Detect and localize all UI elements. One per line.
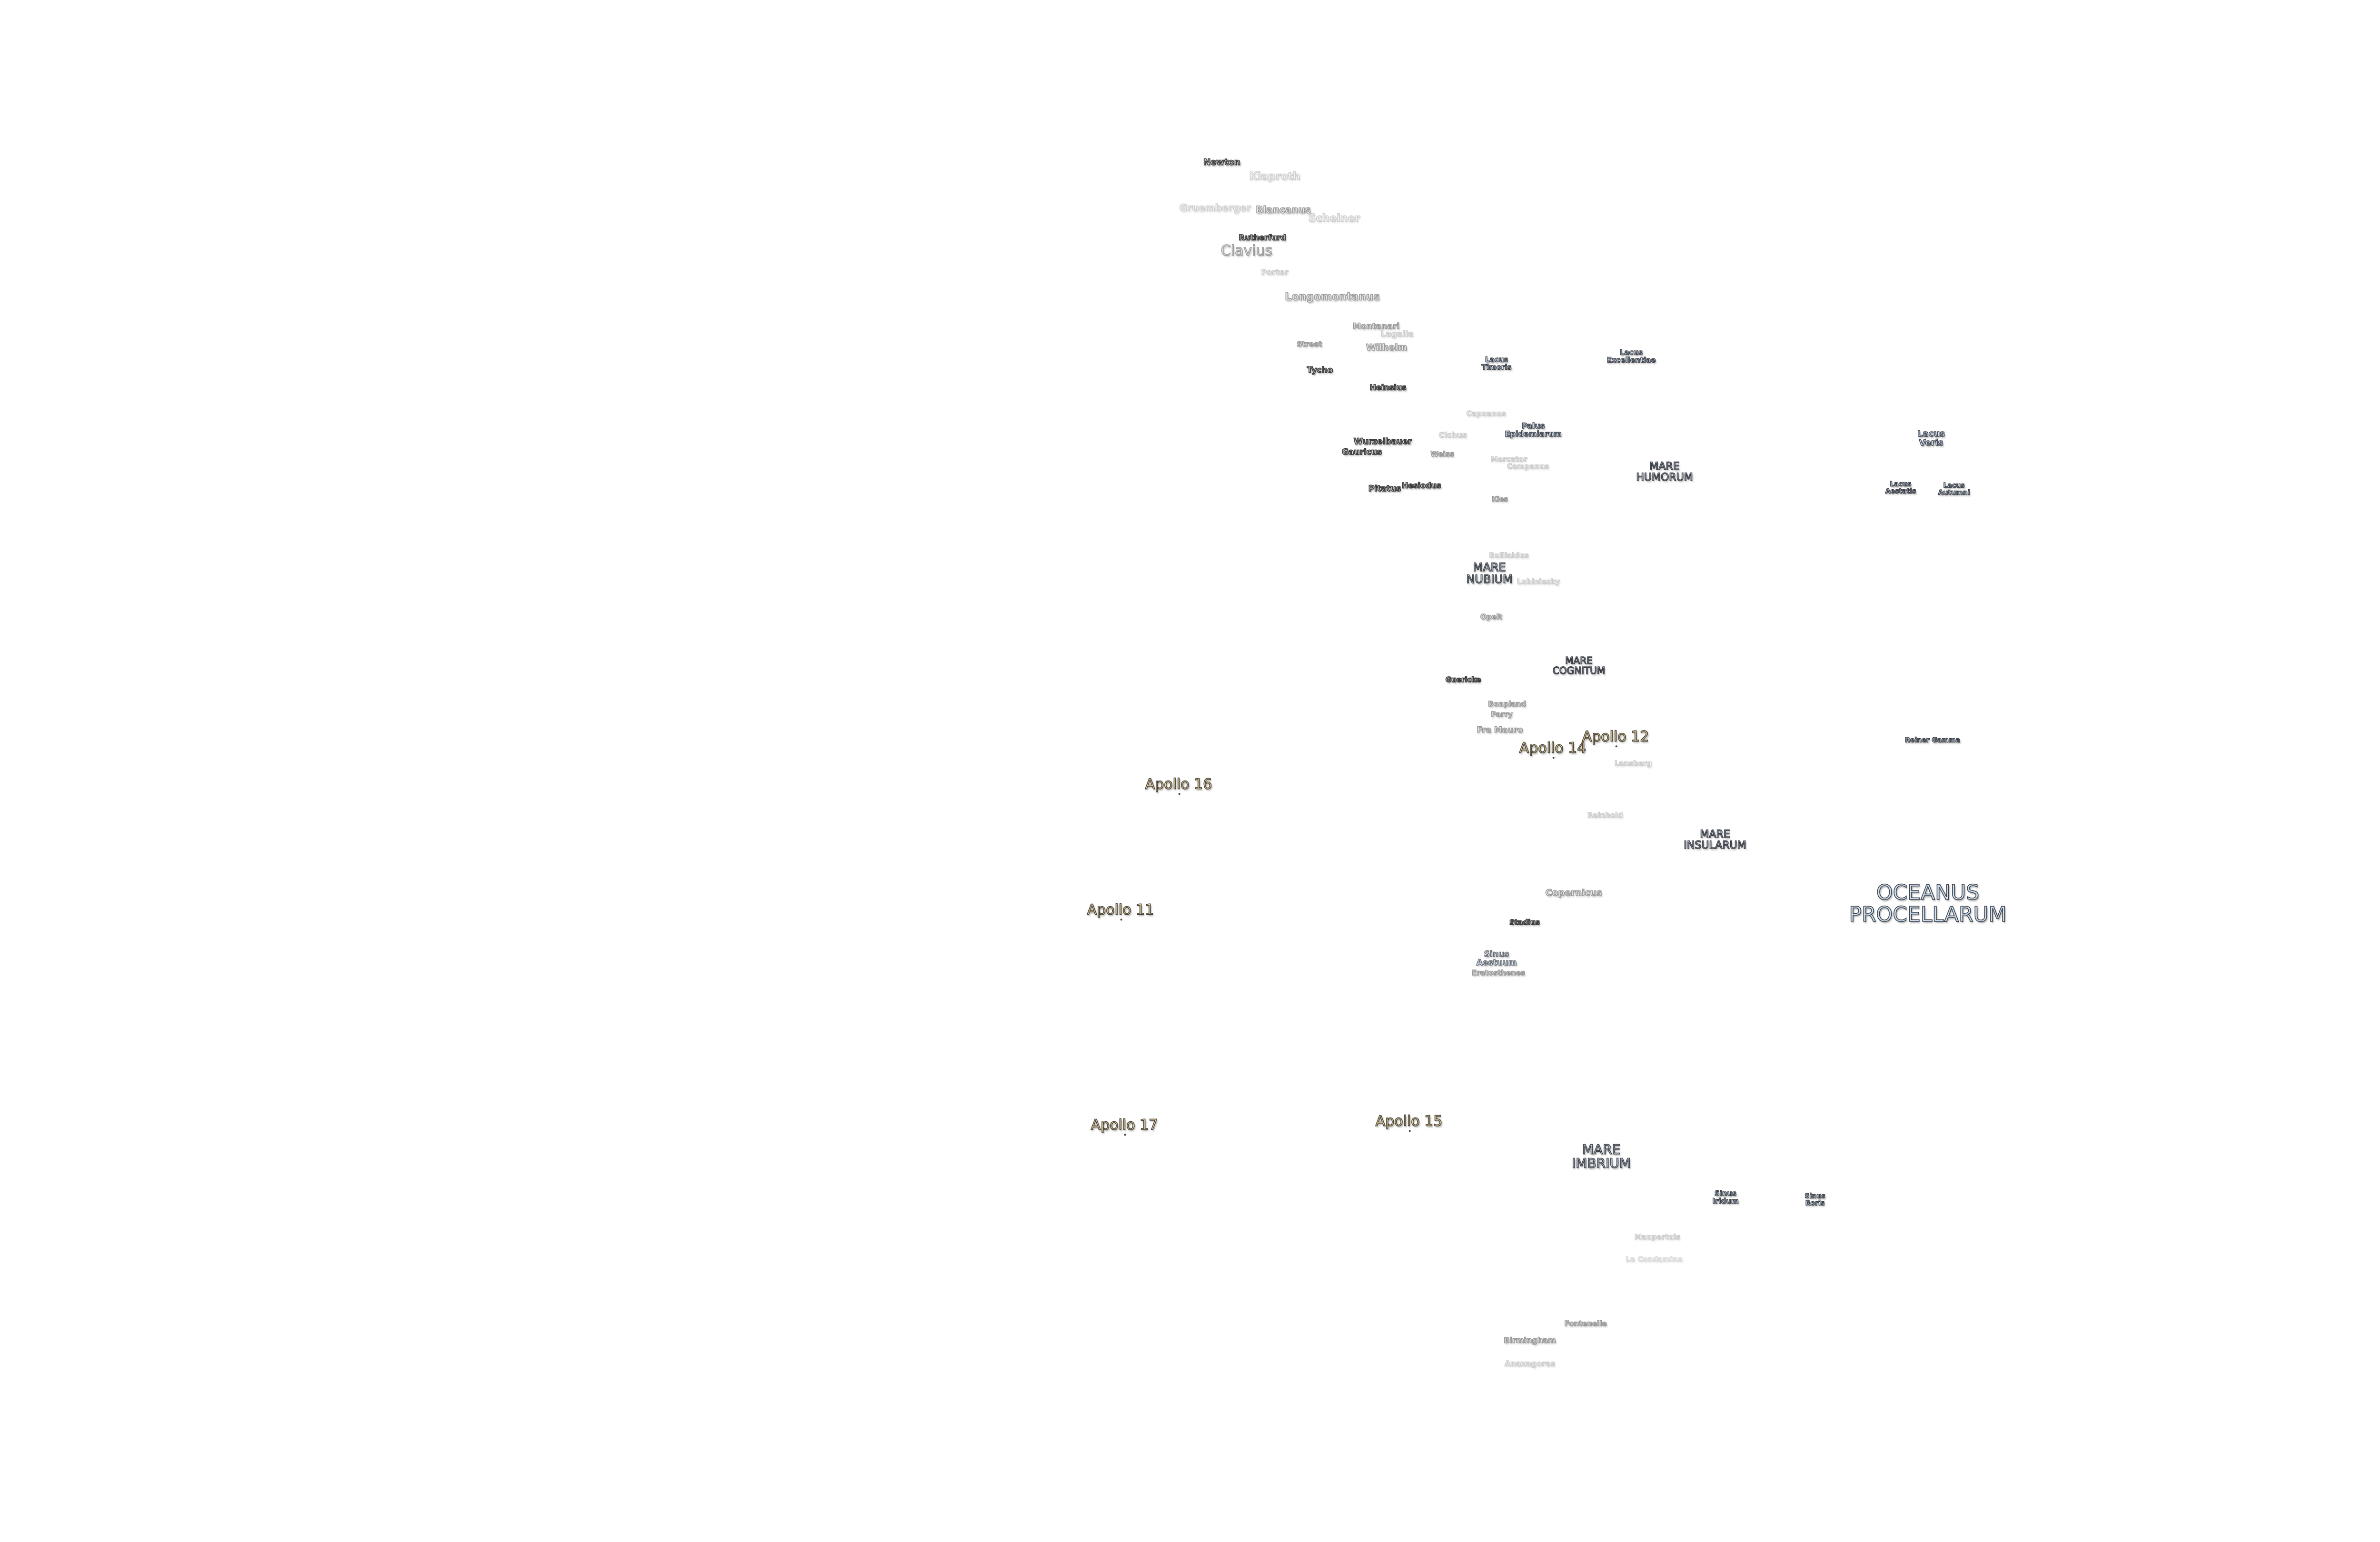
crater-label[interactable]: Kies	[1491, 495, 1508, 504]
crater-label[interactable]: Lansberg	[1614, 759, 1652, 768]
crater-label[interactable]: Street	[1297, 340, 1322, 349]
sea-label[interactable]: MARE COGNITUM	[1552, 655, 1606, 676]
crater-label[interactable]: Wurzelbauer	[1353, 437, 1412, 447]
reiner-gamma-label[interactable]: Reiner Gamma	[1904, 736, 1960, 744]
crater-label[interactable]: Wilhelm	[1366, 342, 1408, 353]
apollo-site-label[interactable]: Apollo 15	[1375, 1113, 1443, 1132]
crater-label[interactable]: Rutherfurd	[1239, 233, 1287, 242]
lacus-label[interactable]: Lacus Autumni	[1938, 482, 1970, 496]
apollo-name: Apollo 16	[1145, 776, 1212, 793]
crater-label[interactable]: Fontenelle	[1564, 1319, 1607, 1328]
crater-label[interactable]: Reinhold	[1587, 811, 1623, 820]
crater-label[interactable]: Maupertuis	[1634, 1233, 1681, 1242]
lacus-label[interactable]: Lacus Veris	[1917, 429, 1945, 448]
sea-label[interactable]: OCEANUS PROCELLARUM	[1849, 880, 2007, 927]
crater-label[interactable]: Gauricus	[1341, 447, 1382, 457]
crater-label[interactable]: Gruemberger	[1179, 202, 1251, 214]
sinus-label[interactable]: Sinus Iridum	[1712, 1189, 1739, 1205]
crater-label[interactable]: Opelt	[1480, 613, 1503, 622]
crater-label[interactable]: Bonpland	[1488, 700, 1526, 709]
lacus-label[interactable]: Lacus Excellentiae	[1606, 348, 1656, 364]
crater-label[interactable]: Porter	[1261, 267, 1289, 277]
crater-label[interactable]: Clavius	[1220, 242, 1273, 259]
palus-label[interactable]: Palus Epidemiarum	[1505, 421, 1562, 438]
lacus-label[interactable]: Lacus Timoris	[1481, 355, 1512, 371]
apollo-site-label[interactable]: Apollo 14	[1519, 740, 1587, 759]
crater-label[interactable]: Guericke	[1445, 675, 1481, 684]
crater-label[interactable]: Birmingham	[1503, 1335, 1556, 1345]
crater-label[interactable]: Campanus	[1507, 462, 1549, 471]
crater-label[interactable]: Scheiner	[1308, 212, 1360, 225]
apollo-site-label[interactable]: Apollo 11	[1087, 901, 1154, 920]
apollo-site-label[interactable]: Apollo 12	[1582, 728, 1649, 747]
lacus-label[interactable]: Lacus Aestatis	[1885, 480, 1916, 495]
apollo-name: Apollo 12	[1582, 728, 1649, 745]
apollo-site-label[interactable]: Apollo 17	[1091, 1117, 1158, 1136]
apollo-name: Apollo 17	[1091, 1117, 1158, 1134]
crater-label[interactable]: Longomontanus	[1285, 291, 1380, 303]
sinus-label[interactable]: Sinus Aestuum	[1476, 949, 1517, 968]
landing-site-marker-icon	[1409, 1129, 1411, 1132]
crater-label[interactable]: Bullialdus	[1489, 551, 1529, 560]
landing-site-marker-icon	[1179, 792, 1180, 795]
crater-label[interactable]: Pitatus	[1368, 484, 1401, 494]
crater-label[interactable]: Weiss	[1430, 450, 1455, 459]
apollo-name: Apollo 15	[1375, 1113, 1443, 1130]
apollo-site-label[interactable]: Apollo 16	[1145, 776, 1212, 795]
crater-label[interactable]: Eratosthenes	[1471, 969, 1526, 978]
crater-label[interactable]: Mercator	[1490, 455, 1527, 464]
sinus-label[interactable]: Sinus Roris	[1805, 1192, 1826, 1207]
crater-label[interactable]: Tycho	[1307, 366, 1333, 376]
crater-label[interactable]: Fra Mauro	[1477, 725, 1523, 735]
crater-label[interactable]: Blancanus	[1255, 204, 1311, 216]
sea-label[interactable]: MARE NUBIUM	[1466, 560, 1513, 586]
crater-label[interactable]: Parry	[1491, 710, 1513, 719]
crater-label[interactable]: Hesiodus	[1401, 481, 1441, 490]
crater-label[interactable]: Anaxagoras	[1504, 1359, 1556, 1368]
landing-site-marker-icon	[1616, 745, 1617, 747]
landing-site-marker-icon	[1553, 756, 1555, 759]
sea-label[interactable]: MARE IMBRIUM	[1571, 1141, 1631, 1171]
crater-label[interactable]: Heinsius	[1369, 383, 1407, 392]
crater-label[interactable]: La Condamine	[1626, 1255, 1683, 1264]
sea-label[interactable]: MARE INSULARUM	[1684, 828, 1747, 851]
apollo-name: Apollo 14	[1519, 740, 1587, 757]
landing-site-marker-icon	[1124, 1133, 1126, 1136]
crater-label[interactable]: Lubiniezky	[1517, 577, 1560, 586]
sea-label[interactable]: MARE HUMORUM	[1636, 460, 1694, 484]
landing-site-marker-icon	[1121, 918, 1122, 920]
crater-label[interactable]: Newton	[1203, 157, 1240, 168]
crater-label[interactable]: Cichus	[1438, 430, 1468, 440]
crater-label[interactable]: Klaproth	[1249, 170, 1301, 183]
crater-label[interactable]: Capuanus	[1466, 409, 1507, 418]
crater-label[interactable]: Montanari	[1352, 322, 1400, 332]
crater-label[interactable]: Lagalla	[1380, 329, 1414, 339]
apollo-name: Apollo 11	[1087, 901, 1154, 919]
crater-label[interactable]: Copernicus	[1545, 888, 1603, 899]
crater-label[interactable]: Stadius	[1509, 918, 1540, 927]
